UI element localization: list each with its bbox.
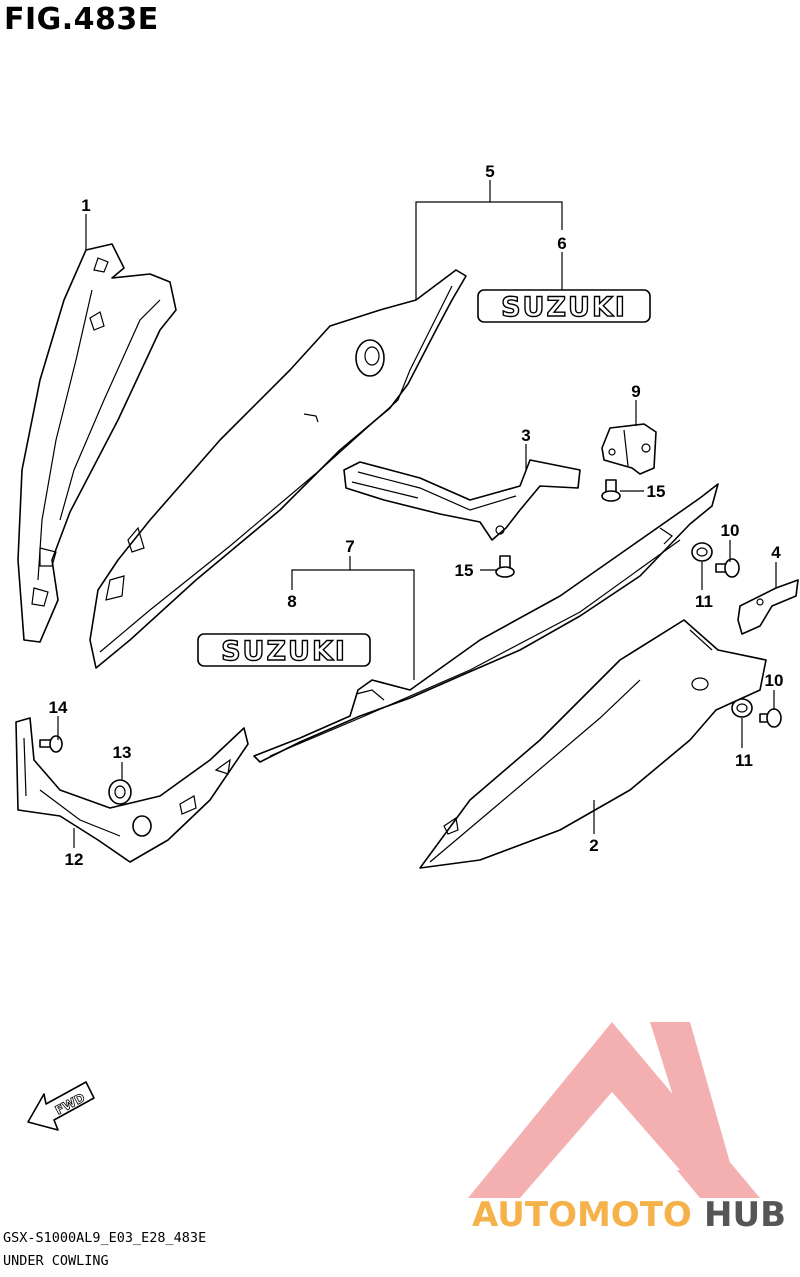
bolt-15-lower [495,555,515,578]
part-3-bracket [343,459,581,541]
callout-6: 6 [557,234,566,253]
fwd-arrow: FWD [27,1081,95,1131]
watermark-stripe [650,1022,740,1198]
screw-10-lower [759,708,782,728]
figure-title: FIG.483E [4,2,159,37]
callout-15-upper: 15 [647,482,666,501]
callout-8: 8 [287,592,296,611]
callout-13: 13 [113,743,132,762]
watermark-text-part1: AUTOMOTO [472,1195,692,1235]
logo-decal-8: SUZUKI [197,633,371,668]
watermark-text: AUTOMOTO HUB [472,1195,786,1235]
callout-numbers: 1 5 6 3 9 15 15 10 4 11 7 8 10 11 14 13 … [49,162,784,869]
callout-2: 2 [589,836,598,855]
logo-decal-6: SUZUKI [477,289,651,324]
callout-7: 7 [345,537,354,556]
callout-3: 3 [521,426,530,445]
callout-4: 4 [771,543,781,562]
logo-decal-8-text: SUZUKI [221,636,347,667]
callout-5: 5 [485,162,494,181]
watermark-text-part2: HUB [704,1195,786,1235]
part-2-lower-cover [419,619,767,869]
watermark-logo [468,1022,760,1198]
callout-14: 14 [49,698,68,717]
logo-decal-6-frame [477,289,651,323]
part-1-front-cover [17,243,177,643]
footer-code: GSX-S1000AL9_E03_E28_483E [3,1230,207,1246]
bolt-15-upper [601,479,621,502]
part-7-lower-cowl [253,483,719,763]
callout-10-upper: 10 [721,521,740,540]
part-13-grommet [108,779,132,805]
callout-9: 9 [631,382,640,401]
callout-11-upper: 11 [695,592,713,611]
part-12-front-piece [15,717,249,863]
callout-12: 12 [65,850,84,869]
callout-15-lower: 15 [455,561,474,580]
callout-10-lower: 10 [765,671,784,690]
screw-10-upper [715,558,740,578]
part-5-side-cowl [89,269,467,669]
callout-1: 1 [81,196,90,215]
watermark-triangle-inner [560,1092,680,1170]
watermark-triangle [468,1022,760,1198]
leader-lines [57,180,777,848]
logo-decal-6-text: SUZUKI [501,292,627,323]
part-9-bracket [601,423,657,475]
part-14-screw [39,735,63,753]
callout-11-lower: 11 [735,751,753,770]
grommet-11-upper [691,542,713,562]
fwd-arrow-shape [27,1081,95,1131]
part-4-bracket [737,579,799,635]
footer-name: UNDER COWLING [3,1253,109,1269]
logo-decal-8-frame [197,633,371,667]
